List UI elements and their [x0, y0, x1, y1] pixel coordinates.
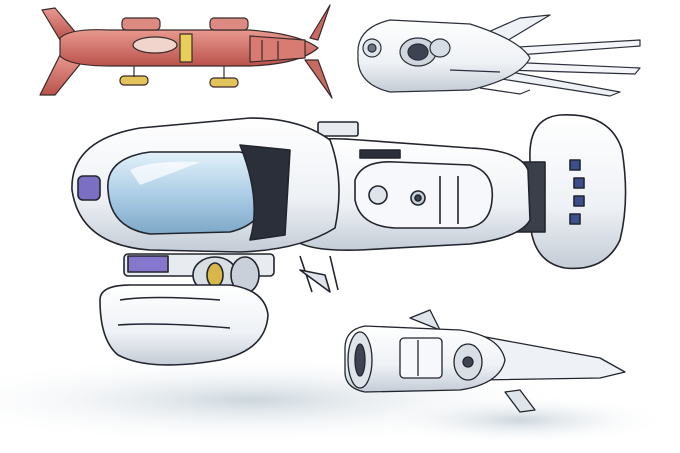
main-ship — [71, 114, 627, 366]
white-ship-top — [357, 14, 641, 97]
red-ship — [39, 4, 333, 99]
small-ship — [344, 309, 626, 413]
floor-shadow-small — [370, 395, 670, 445]
